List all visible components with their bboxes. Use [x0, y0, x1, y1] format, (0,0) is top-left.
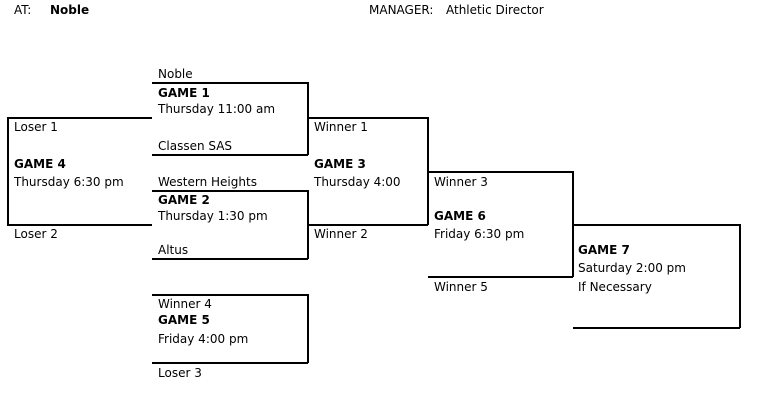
game2-time: Thursday 1:30 pm [158, 209, 268, 223]
game2-top-team: Western Heights [158, 175, 257, 189]
game5-top-line [152, 294, 308, 296]
game2-right-line [307, 190, 309, 259]
at-value: Noble [50, 3, 90, 17]
game4-top-line [7, 117, 152, 119]
game5-bottom-line [152, 362, 308, 364]
game2-bottom-line [152, 258, 308, 260]
game1-bottom-team: Classen SAS [158, 139, 233, 153]
game2-title: GAME 2 [158, 193, 210, 207]
game4-top-team: Loser 1 [14, 120, 58, 134]
game7-time: Saturday 2:00 pm [578, 261, 686, 275]
game4-time: Thursday 6:30 pm [14, 175, 124, 189]
game1-time: Thursday 11:00 am [158, 102, 276, 116]
game3-right-line [427, 117, 429, 225]
game6-bottom-team: Winner 5 [434, 280, 488, 294]
game4-left-line [7, 117, 9, 225]
game7-title: GAME 7 [578, 243, 630, 257]
game1-right-line [307, 82, 309, 155]
game6-title: GAME 6 [434, 209, 486, 223]
game5-right-line [307, 294, 309, 363]
game7-top-line [573, 224, 740, 226]
game1-top-line [152, 82, 308, 84]
game3-time: Thursday 4:00 [314, 175, 401, 189]
game3-bottom-team: Winner 2 [314, 227, 368, 241]
game3-top-team: Winner 1 [314, 120, 368, 134]
game1-top-team: Noble [158, 67, 193, 81]
game3-title: GAME 3 [314, 157, 366, 171]
game5-top-team: Winner 4 [158, 297, 212, 311]
game1-title: GAME 1 [158, 86, 210, 100]
game6-top-line [428, 171, 573, 173]
game6-bottom-line [428, 276, 573, 278]
game3-top-line [308, 117, 428, 119]
game3-bottom-line [308, 224, 428, 226]
game6-time: Friday 6:30 pm [434, 227, 525, 241]
game7-right-line [739, 224, 741, 328]
game5-bottom-team: Loser 3 [158, 366, 202, 380]
game4-bottom-line [7, 224, 152, 226]
manager-label: MANAGER: [369, 3, 434, 17]
game4-title: GAME 4 [14, 157, 66, 171]
game6-right-line [572, 171, 574, 277]
game7-bottom-line [573, 327, 740, 329]
game7-note: If Necessary [578, 280, 652, 294]
game5-time: Friday 4:00 pm [158, 332, 249, 346]
game1-bottom-line [152, 154, 308, 156]
game2-bottom-team: Altus [158, 243, 189, 257]
manager-value: Athletic Director [446, 3, 544, 17]
game2-top-line [152, 190, 308, 192]
game4-bottom-team: Loser 2 [14, 227, 58, 241]
at-label: AT: [14, 3, 32, 17]
game5-title: GAME 5 [158, 313, 210, 327]
game6-top-team: Winner 3 [434, 175, 488, 189]
